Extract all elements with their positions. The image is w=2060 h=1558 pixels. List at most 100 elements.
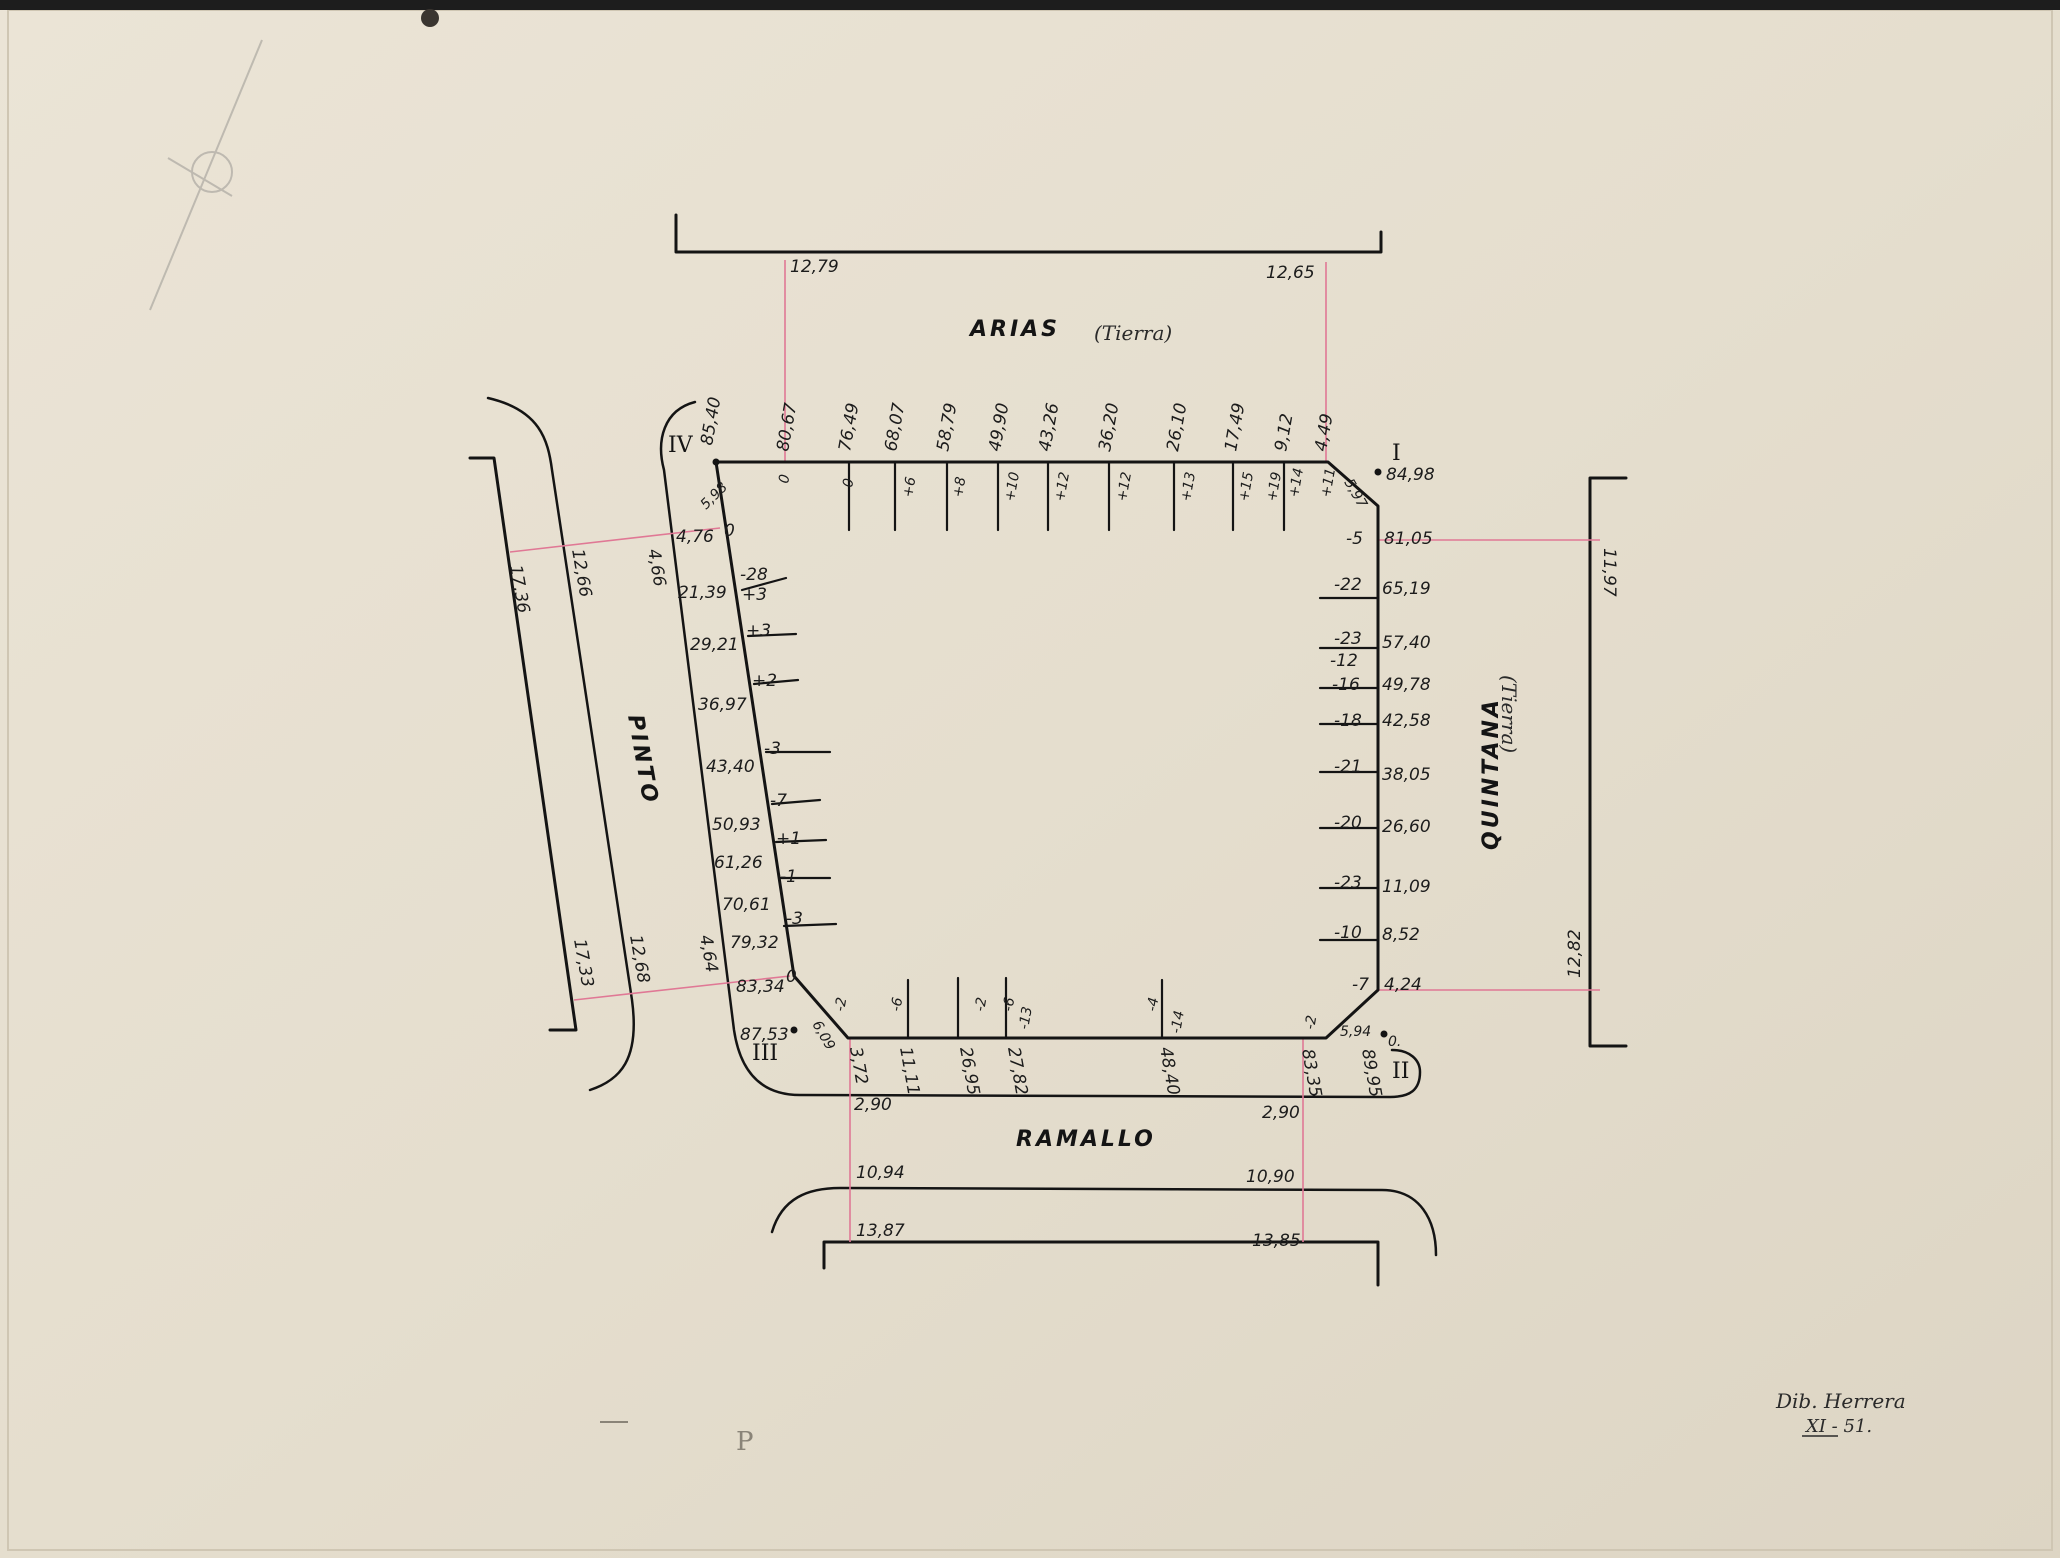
ramallo-curb xyxy=(770,1186,1438,1257)
measure-quintana-bottom: 12,82 xyxy=(1565,929,1585,978)
bottom-level-5: -4 xyxy=(1144,996,1162,1013)
quintana-street-line xyxy=(1588,476,1628,1048)
street-quintana: QUINTANA xyxy=(1479,697,1504,850)
left-level-1: -28 xyxy=(740,565,768,585)
left-level-10: 0 xyxy=(786,967,797,987)
right-ticks xyxy=(1318,596,1380,942)
block-outline xyxy=(714,460,1380,1040)
left-level-2: +3 xyxy=(742,585,767,605)
left-level-4: +2 xyxy=(752,671,777,691)
ramallo-street-line xyxy=(822,1240,1380,1287)
right-level-0: -5 xyxy=(1346,529,1363,549)
right-label-7: 11,09 xyxy=(1382,877,1431,897)
arias-street-line xyxy=(674,213,1383,254)
top-level-11: +11 xyxy=(1318,467,1339,499)
right-corner-ii-mark: 0. xyxy=(1388,1034,1401,1050)
top-level-7: +13 xyxy=(1178,471,1199,503)
right-level-5: -18 xyxy=(1334,711,1362,731)
right-level-10: -7 xyxy=(1352,975,1369,995)
top-level-10: +14 xyxy=(1286,467,1307,499)
right-chamfer-bottom: 5,94 xyxy=(1340,1024,1371,1040)
left-level-7: +1 xyxy=(776,829,801,849)
measure-quintana-top: 11,97 xyxy=(1599,548,1619,597)
top-edge-shadow xyxy=(0,0,2060,10)
right-level-9: -10 xyxy=(1334,923,1362,943)
corner-label-iii: III xyxy=(752,1041,778,1066)
left-level-5: -3 xyxy=(764,739,781,759)
top-level-9: +19 xyxy=(1264,471,1285,503)
right-label-2: 57,40 xyxy=(1382,633,1431,653)
left-label-1: 4,76 xyxy=(676,527,714,547)
right-level-1: -22 xyxy=(1334,575,1362,595)
right-level-6: -21 xyxy=(1334,757,1362,777)
left-label-6: 50,93 xyxy=(712,815,761,835)
pin-hole xyxy=(421,9,439,27)
bottom-ticks xyxy=(906,976,1164,1040)
right-label-5: 38,05 xyxy=(1382,765,1431,785)
left-level-8: -1 xyxy=(780,867,797,887)
bottom-level-1: -6 xyxy=(888,996,906,1013)
bottom-level-3: -6 xyxy=(1000,996,1018,1013)
measure-ramallo-right-c: 13,85 xyxy=(1252,1231,1301,1251)
left-label-8: 70,61 xyxy=(722,895,771,915)
top-level-1: 0 xyxy=(840,477,857,489)
left-level-0: 0 xyxy=(724,521,735,541)
bottom-level-4: -13 xyxy=(1016,1005,1036,1030)
right-label-8: 8,52 xyxy=(1382,925,1420,945)
top-ticks xyxy=(847,460,1286,532)
left-side-labels: 5,98 4,76 21,39 29,21 36,97 43,40 50,93 … xyxy=(676,479,789,1045)
right-level-4: -16 xyxy=(1332,675,1360,695)
street-measures: 12,79 12,65 11,97 12,82 2,90 10,94 13,87… xyxy=(505,257,1619,1251)
measure-ramallo-right-a: 2,90 xyxy=(1262,1103,1300,1123)
left-label-11: 87,53 xyxy=(740,1025,789,1045)
right-level-7: -20 xyxy=(1334,813,1362,833)
right-label-6: 26,60 xyxy=(1382,817,1431,837)
right-level-8: -23 xyxy=(1334,873,1362,893)
left-side-levels: 0 -28 +3 +3 +2 -3 -7 +1 -1 -3 0 xyxy=(724,521,803,987)
street-arias: ARIAS xyxy=(968,317,1060,342)
left-label-7: 61,26 xyxy=(714,853,763,873)
pinto-street-line xyxy=(468,456,578,1032)
measure-arias-right: 12,65 xyxy=(1266,263,1315,283)
measure-ramallo-left-a: 2,90 xyxy=(854,1095,892,1115)
right-label-0: 81,05 xyxy=(1384,529,1433,549)
left-label-3: 29,21 xyxy=(690,635,739,655)
street-arias-note: (Tierra) xyxy=(1094,321,1172,345)
right-label-9: 4,24 xyxy=(1384,975,1422,995)
corner-label-ii: II xyxy=(1392,1059,1409,1084)
left-label-10: 83,34 xyxy=(736,977,785,997)
corner-label-i: I xyxy=(1392,441,1401,466)
top-level-4: +10 xyxy=(1002,471,1023,503)
right-level-3: -12 xyxy=(1330,651,1358,671)
left-level-9: -3 xyxy=(786,909,803,929)
right-label-4: 42,58 xyxy=(1382,711,1431,731)
top-level-0: 0 xyxy=(776,473,793,485)
top-level-3: +8 xyxy=(950,476,969,499)
bottom-level-0: -2 xyxy=(832,996,850,1013)
right-level-2: -23 xyxy=(1334,629,1362,649)
left-label-4: 36,97 xyxy=(698,695,747,715)
measure-ramallo-left-b: 10,94 xyxy=(856,1163,905,1183)
left-level-6: -7 xyxy=(770,791,787,811)
right-label-1: 65,19 xyxy=(1382,579,1431,599)
dimension-lines xyxy=(509,260,1600,1242)
top-level-8: +15 xyxy=(1236,471,1257,503)
top-level-6: +12 xyxy=(1114,471,1135,503)
corner-dots xyxy=(712,458,1388,1038)
right-side-levels: -5 -22 -23 -12 -16 -18 -21 -20 -23 -10 -… xyxy=(1330,529,1369,995)
right-corner-i: 84,98 xyxy=(1386,465,1435,485)
bottom-level-2: -2 xyxy=(972,996,990,1013)
signature-line1: Dib. Herrera xyxy=(1775,1389,1906,1413)
street-ramallo: RAMALLO xyxy=(1016,1127,1156,1152)
left-ticks xyxy=(740,576,838,928)
bottom-level-7: -2 xyxy=(1302,1014,1320,1031)
right-label-3: 49,78 xyxy=(1382,675,1431,695)
page-mark: P xyxy=(736,1427,754,1457)
block-curb xyxy=(659,400,1422,1099)
left-level-3: +3 xyxy=(746,621,771,641)
bottom-level-6: -14 xyxy=(1168,1009,1188,1034)
signature-line2: XI - 51. xyxy=(1804,1416,1872,1437)
